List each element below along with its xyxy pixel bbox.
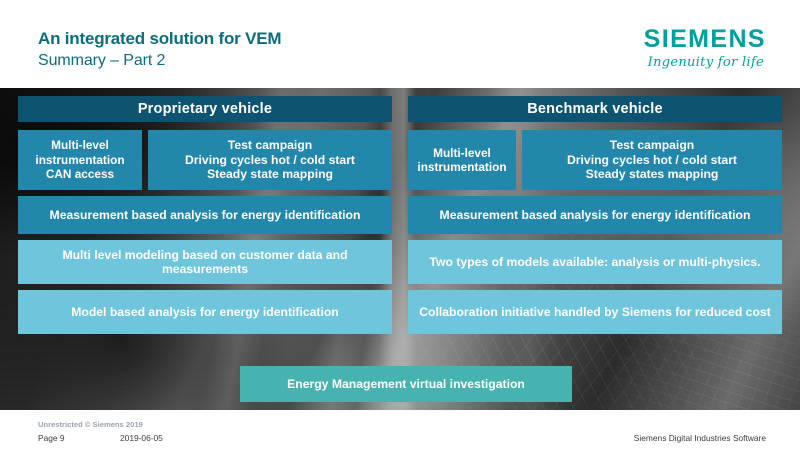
slide-header: An integrated solution for VEM Summary –… [0,0,800,88]
footer-page-number: Page 9 [38,433,65,443]
footer-date: 2019-06-05 [120,433,163,443]
cell-benchmark-collaboration[interactable]: Collaboration initiative handled by Siem… [408,290,782,334]
cell-energy-management-virtual-investigation[interactable]: Energy Management virtual investigation [240,366,572,402]
column-header-proprietary: Proprietary vehicle [18,96,392,122]
cell-proprietary-modeling[interactable]: Multi level modeling based on customer d… [18,240,392,284]
page-title: An integrated solution for VEM [38,29,282,48]
cell-proprietary-model-analysis[interactable]: Model based analysis for energy identifi… [18,290,392,334]
cell-benchmark-measurement-analysis[interactable]: Measurement based analysis for energy id… [408,196,782,234]
slide-footer: Unrestricted © Siemens 2019 Page 9 2019-… [0,410,800,450]
footer-classification: Unrestricted © Siemens 2019 [38,420,143,429]
siemens-tagline: Ingenuity for life [647,55,764,70]
title-block: An integrated solution for VEM Summary –… [38,28,282,72]
page-subtitle: Summary – Part 2 [38,52,166,69]
siemens-wordmark: SIEMENS [643,25,766,53]
column-header-benchmark: Benchmark vehicle [408,96,782,122]
cell-benchmark-modeling[interactable]: Two types of models available: analysis … [408,240,782,284]
footer-business-unit: Siemens Digital Industries Software [633,433,766,443]
cell-proprietary-measurement-analysis[interactable]: Measurement based analysis for energy id… [18,196,392,234]
siemens-logo: SIEMENS Ingenuity for life [644,26,766,71]
